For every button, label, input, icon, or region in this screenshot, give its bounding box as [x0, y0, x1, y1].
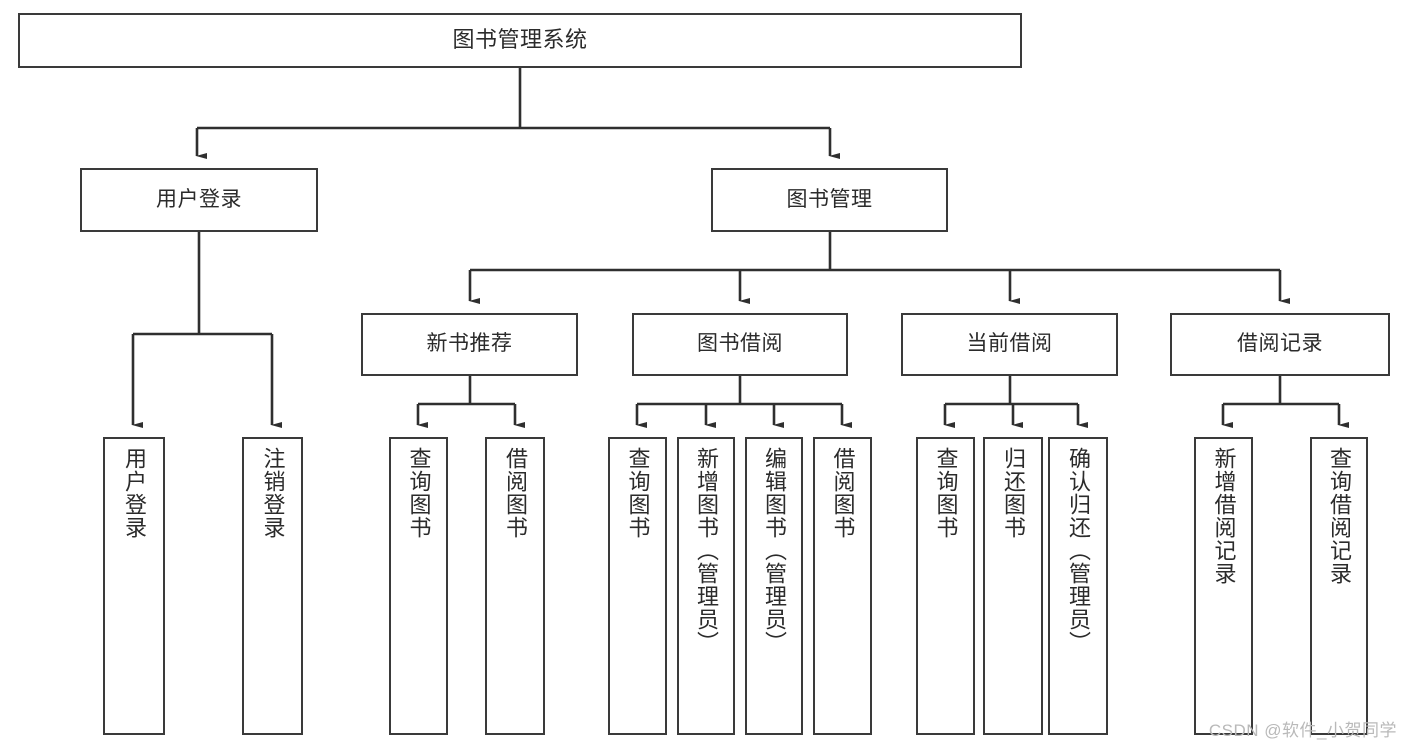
node-label: 确认归还（管理员）: [1065, 447, 1091, 654]
node-label: 用户登录: [156, 187, 242, 211]
node-label: 查询借阅记录: [1326, 447, 1352, 585]
node-label: 新增借阅记录: [1211, 447, 1237, 585]
node-current-borrow[interactable]: 当前借阅: [901, 313, 1118, 376]
leaf-current-return-book[interactable]: 归还图书: [983, 437, 1043, 735]
leaf-borrow-edit-book-admin[interactable]: 编辑图书（管理员）: [745, 437, 803, 735]
node-label: 图书管理: [786, 187, 873, 211]
node-label: 借阅图书: [502, 447, 528, 539]
node-label: 查询图书: [406, 447, 432, 539]
leaf-borrow-add-book-admin[interactable]: 新增图书（管理员）: [677, 437, 735, 735]
node-label: 当前借阅: [966, 332, 1053, 356]
node-label: 查询图书: [625, 447, 651, 539]
node-label: 用户登录: [121, 447, 147, 539]
node-label: 注销登录: [260, 447, 286, 539]
node-label: 借阅图书: [830, 447, 856, 539]
node-user-login[interactable]: 用户登录: [80, 168, 318, 232]
leaf-user-login[interactable]: 用户登录: [103, 437, 165, 735]
node-label: 编辑图书（管理员）: [761, 447, 787, 654]
node-label: 新增图书（管理员）: [693, 447, 719, 654]
leaf-borrow-query-book[interactable]: 查询图书: [608, 437, 667, 735]
node-label: 图书借阅: [697, 332, 783, 356]
node-label: 借阅记录: [1237, 332, 1323, 356]
node-label: 查询图书: [933, 447, 959, 539]
leaf-current-confirm-return-admin[interactable]: 确认归还（管理员）: [1048, 437, 1108, 735]
node-label: 图书管理系统: [452, 27, 588, 53]
leaf-record-query-borrow-record[interactable]: 查询借阅记录: [1310, 437, 1368, 735]
node-book-management[interactable]: 图书管理: [711, 168, 948, 232]
node-borrow-record[interactable]: 借阅记录: [1170, 313, 1390, 376]
node-label: 新书推荐: [426, 332, 513, 356]
leaf-record-add-borrow-record[interactable]: 新增借阅记录: [1194, 437, 1253, 735]
node-root-system[interactable]: 图书管理系统: [18, 13, 1022, 68]
node-label: 归还图书: [1000, 447, 1026, 539]
leaf-recommend-borrow-book[interactable]: 借阅图书: [485, 437, 545, 735]
node-new-book-recommend[interactable]: 新书推荐: [361, 313, 578, 376]
leaf-current-query-book[interactable]: 查询图书: [916, 437, 975, 735]
leaf-recommend-query-book[interactable]: 查询图书: [389, 437, 448, 735]
leaf-borrow-borrow-book[interactable]: 借阅图书: [813, 437, 872, 735]
watermark: CSDN @软件_小贺同学: [1208, 721, 1397, 740]
node-book-borrow[interactable]: 图书借阅: [632, 313, 848, 376]
leaf-user-logout[interactable]: 注销登录: [242, 437, 303, 735]
